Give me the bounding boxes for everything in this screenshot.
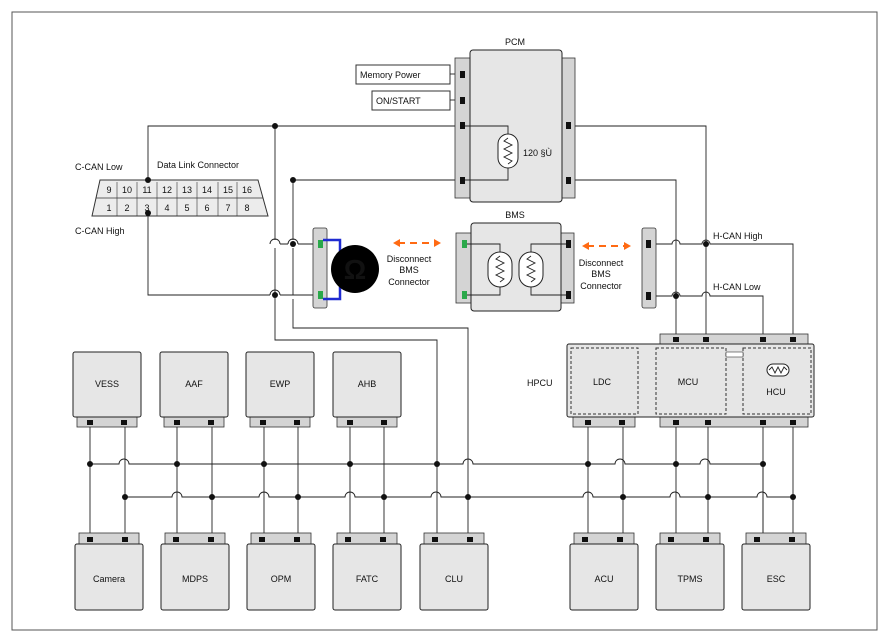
svg-text:Disconnect: Disconnect bbox=[579, 258, 624, 268]
module-label: VESS bbox=[95, 379, 119, 389]
module-opm: OPM bbox=[246, 532, 316, 611]
on-start-box: ON/START bbox=[371, 90, 461, 111]
pcm-title: PCM bbox=[505, 37, 525, 47]
h-can-low-label: H-CAN Low bbox=[713, 282, 761, 292]
ldc-label: LDC bbox=[593, 377, 612, 387]
ohm-symbol: Ω bbox=[344, 254, 366, 285]
module-label: Camera bbox=[93, 574, 125, 584]
data-link-connector: Data Link Connector C-CAN Low C-CAN High… bbox=[75, 160, 269, 236]
c-can-low-label: C-CAN Low bbox=[75, 162, 123, 172]
frame bbox=[11, 11, 878, 631]
disconnect-left-label: Disconnect BMS Connector bbox=[387, 254, 432, 287]
dlc-title: Data Link Connector bbox=[157, 160, 239, 170]
module-label: OPM bbox=[271, 574, 292, 584]
h-can-high-label: H-CAN High bbox=[713, 231, 763, 241]
hpcu-label: HPCU bbox=[527, 378, 553, 388]
svg-text:BMS: BMS bbox=[399, 265, 419, 275]
mcu-label: MCU bbox=[678, 377, 699, 387]
module-mdps: MDPS bbox=[160, 532, 230, 611]
module-acu: ACU bbox=[569, 532, 639, 611]
c-can-high-label: C-CAN High bbox=[75, 226, 125, 236]
memory-power-box: Memory Power bbox=[355, 64, 461, 85]
dlc-pin-8: 8 bbox=[244, 203, 249, 213]
svg-text:Connector: Connector bbox=[388, 277, 430, 287]
dlc-pin-12: 12 bbox=[162, 185, 172, 195]
pcm-resistor-label: 120 §Ù bbox=[523, 148, 552, 158]
bottom-modules: Camera MDPS OPM FATC CLU ACU TPMS ESC bbox=[74, 532, 811, 611]
dlc-pin-4: 4 bbox=[164, 203, 169, 213]
svg-text:Connector: Connector bbox=[580, 281, 622, 291]
right-bms-connector bbox=[641, 227, 657, 309]
pcm-module: PCM 120 §Ù bbox=[454, 37, 576, 203]
arrow-right-disconnect bbox=[582, 242, 631, 250]
module-tpms: TPMS bbox=[655, 532, 725, 611]
memory-power-label: Memory Power bbox=[360, 70, 421, 80]
module-label: CLU bbox=[445, 574, 463, 584]
module-label: ESC bbox=[767, 574, 786, 584]
module-label: FATC bbox=[356, 574, 379, 584]
bms-module: BMS bbox=[455, 210, 575, 312]
bms-title: BMS bbox=[505, 210, 525, 220]
module-clu: CLU bbox=[419, 532, 489, 611]
module-label: AHB bbox=[358, 379, 377, 389]
hpcu-module: HPCU LDC MCU HCU bbox=[527, 333, 815, 428]
dlc-pin-14: 14 bbox=[202, 185, 212, 195]
svg-text:Disconnect: Disconnect bbox=[387, 254, 432, 264]
dlc-pin-3: 3 bbox=[144, 203, 149, 213]
junctions bbox=[87, 123, 796, 500]
ohm-meter-icon: Ω bbox=[331, 245, 379, 293]
module-label: TPMS bbox=[677, 574, 702, 584]
dlc-pin-15: 15 bbox=[223, 185, 233, 195]
dlc-pin-7: 7 bbox=[225, 203, 230, 213]
module-label: AAF bbox=[185, 379, 203, 389]
module-aaf: AAF bbox=[159, 351, 229, 428]
arrow-left-disconnect bbox=[393, 239, 441, 247]
dlc-pin-2: 2 bbox=[124, 203, 129, 213]
module-label: ACU bbox=[594, 574, 613, 584]
dlc-pin-5: 5 bbox=[184, 203, 189, 213]
module-label: MDPS bbox=[182, 574, 208, 584]
disconnect-right-label: Disconnect BMS Connector bbox=[579, 258, 624, 291]
left-bms-connector bbox=[312, 227, 342, 309]
dlc-pin-1: 1 bbox=[106, 203, 111, 213]
dlc-pin-6: 6 bbox=[204, 203, 209, 213]
module-esc: ESC bbox=[741, 532, 811, 611]
dlc-pin-16: 16 bbox=[242, 185, 252, 195]
top-modules: VESS AAF EWP AHB bbox=[72, 351, 402, 428]
module-vess: VESS bbox=[72, 351, 142, 428]
dlc-pin-13: 13 bbox=[182, 185, 192, 195]
module-fatc: FATC bbox=[332, 532, 402, 611]
svg-text:BMS: BMS bbox=[591, 269, 611, 279]
hcu-label: HCU bbox=[766, 387, 786, 397]
module-label: EWP bbox=[270, 379, 291, 389]
module-camera: Camera bbox=[74, 532, 144, 611]
dlc-pin-11: 11 bbox=[142, 185, 151, 195]
dlc-pin-9: 9 bbox=[106, 185, 111, 195]
dlc-pin-10: 10 bbox=[122, 185, 132, 195]
on-start-label: ON/START bbox=[376, 96, 421, 106]
module-ewp: EWP bbox=[245, 351, 315, 428]
module-ahb: AHB bbox=[332, 351, 402, 428]
